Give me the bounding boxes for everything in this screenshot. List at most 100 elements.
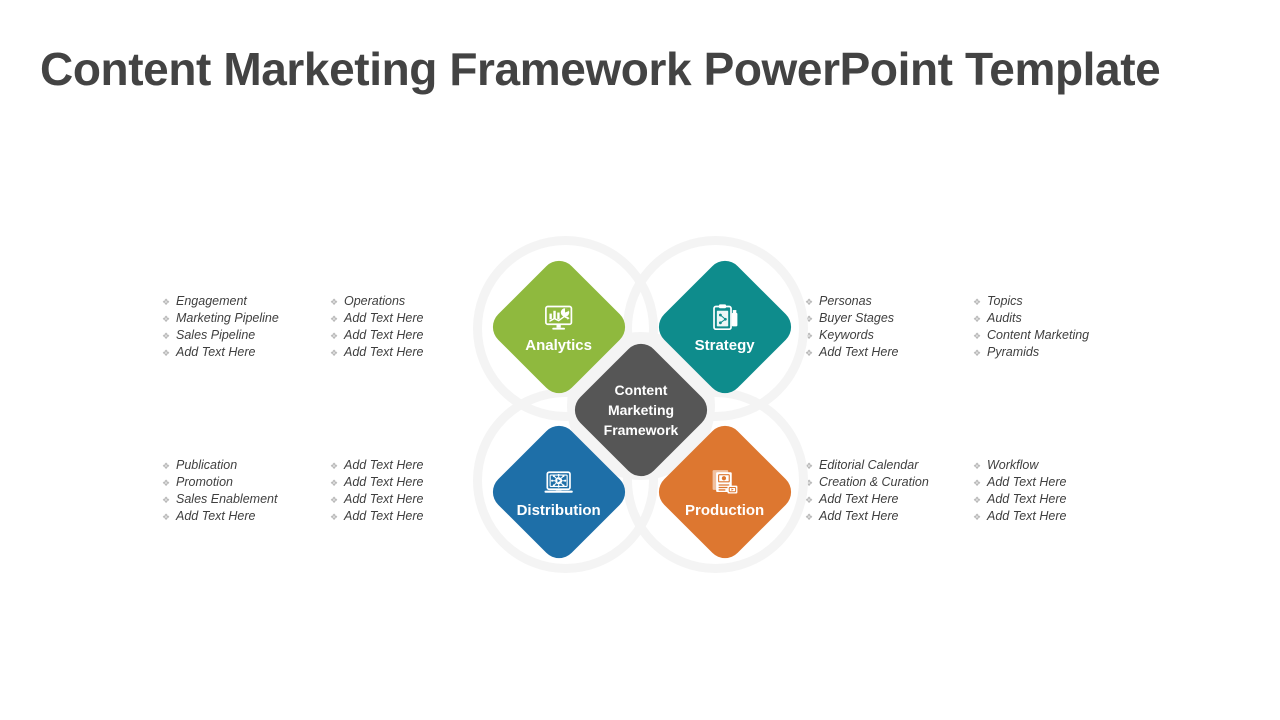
list-bottom-right-2: ❖Workflow❖Add Text Here❖Add Text Here❖Ad… xyxy=(973,457,1143,525)
list-item-label: Marketing Pipeline xyxy=(176,311,279,325)
list-item-label: Buyer Stages xyxy=(819,311,895,325)
list-item: ❖Add Text Here xyxy=(162,508,332,525)
center-line-3: Framework xyxy=(603,422,679,438)
bullet-diamond-icon: ❖ xyxy=(805,495,814,505)
list-item-label: Add Text Here xyxy=(176,345,256,359)
list-item: ❖ Add Text Here xyxy=(330,491,500,508)
list-item: ❖ Personas xyxy=(805,293,975,310)
bullet-diamond-icon: ❖ xyxy=(162,478,171,488)
list-item: ❖Add Text Here xyxy=(330,310,500,327)
list-item: ❖Add Text Here xyxy=(330,327,500,344)
bullet-diamond-icon: ❖ xyxy=(805,348,814,358)
node-label-strategy: Strategy xyxy=(694,336,756,354)
list-bottom-left-1: ❖Publication❖Promotion❖Sales Enablement❖… xyxy=(162,457,332,525)
list-bottom-right-1: ❖Editorial Calendar❖Creation & Curation❖… xyxy=(805,457,975,525)
decorative-ring-bottom-right xyxy=(623,388,808,573)
list-item-label: Add Text Here xyxy=(344,492,424,506)
bullet-diamond-icon: ❖ xyxy=(330,478,339,488)
list-item-label: Operations xyxy=(344,294,406,308)
list-item-label: Add Text Here xyxy=(344,311,424,325)
list-item-label: Add Text Here xyxy=(987,475,1067,489)
bullet-diamond-icon: ❖ xyxy=(162,512,171,522)
center-line-1: Content xyxy=(614,382,668,398)
node-distribution[interactable]: Distribution xyxy=(485,418,633,566)
list-top-left-2: ❖Operations❖Add Text Here❖Add Text Here❖… xyxy=(330,293,500,361)
list-item-label: Sales Pipeline xyxy=(176,328,256,342)
list-item-label: Creation & Curation xyxy=(819,475,929,489)
bullet-diamond-icon: ❖ xyxy=(973,512,982,522)
list-item: ❖ Topics xyxy=(973,293,1143,310)
bullet-diamond-icon: ❖ xyxy=(330,495,339,505)
list-item: ❖ Audits xyxy=(973,310,1143,327)
bullet-diamond-icon: ❖ xyxy=(973,314,982,324)
documents-icon xyxy=(712,469,738,494)
list-item-label: Publication xyxy=(176,458,238,472)
list-item: ❖ Add Text Here xyxy=(162,344,332,361)
list-top-left-1: ❖Engagement❖Marketing Pipeline❖Sales Pip… xyxy=(162,293,332,361)
clipboard-icon xyxy=(713,304,738,330)
list-item-label: Add Text Here xyxy=(819,509,899,523)
list-item-label: Workflow xyxy=(987,458,1039,472)
list-item: ❖ Pyramids xyxy=(973,344,1143,361)
page-title: Content Marketing Framework PowerPoint T… xyxy=(40,43,1161,95)
list-item: ❖ Add Text Here xyxy=(805,344,975,361)
bullet-diamond-icon: ❖ xyxy=(973,331,982,341)
node-strategy[interactable]: Strategy xyxy=(651,253,799,401)
list-item-label: Topics xyxy=(987,294,1023,308)
list-item-label: Personas xyxy=(819,294,872,308)
list-item: ❖ Keywords xyxy=(805,327,975,344)
list-item: ❖Buyer Stages xyxy=(805,310,975,327)
list-top-right-2: ❖Topics❖Audits❖Content Marketing❖Pyramid… xyxy=(973,293,1143,361)
bullet-diamond-icon: ❖ xyxy=(162,461,171,471)
list-item: ❖Sales Pipeline xyxy=(162,327,332,344)
list-item-label: Keywords xyxy=(819,328,874,342)
bullet-diamond-icon: ❖ xyxy=(805,478,814,488)
bullet-diamond-icon: ❖ xyxy=(973,348,982,358)
list-item-label: Audits xyxy=(987,311,1022,325)
list-item: ❖ Add Text Here xyxy=(805,491,975,508)
bullet-diamond-icon: ❖ xyxy=(330,461,339,471)
list-item: ❖Add Text Here xyxy=(973,474,1143,491)
bullet-diamond-icon: ❖ xyxy=(162,495,171,505)
laptop-network-icon xyxy=(544,471,574,493)
monitor-chart-icon xyxy=(545,305,573,330)
bullet-diamond-icon: ❖ xyxy=(330,297,339,307)
list-bottom-left-2: ❖Add Text Here❖Add Text Here❖Add Text He… xyxy=(330,457,500,525)
list-item-label: Add Text Here xyxy=(819,492,899,506)
list-item: ❖ Add Text Here xyxy=(805,508,975,525)
list-item-label: Add Text Here xyxy=(819,345,899,359)
node-analytics[interactable]: Analytics xyxy=(485,253,633,401)
list-top-right-1: ❖ Personas ❖Buyer Stages ❖ Keywords ❖ Add Text… xyxy=(805,293,975,361)
bullet-diamond-icon: ❖ xyxy=(805,461,814,471)
bullet-diamond-icon: ❖ xyxy=(330,348,339,358)
bullet-diamond-icon: ❖ xyxy=(973,297,982,307)
list-item: ❖Add Text Here xyxy=(973,491,1143,508)
list-item-label: Sales Enablement xyxy=(176,492,278,506)
center-line-2: Marketing xyxy=(607,402,675,418)
list-item: ❖ Publication xyxy=(162,457,332,474)
list-item-label: Add Text Here xyxy=(344,328,424,342)
bullet-diamond-icon: ❖ xyxy=(330,512,339,522)
node-label-production: Production xyxy=(685,501,765,519)
node-production[interactable]: Production xyxy=(651,418,799,566)
list-item: ❖Promotion xyxy=(162,474,332,491)
bullet-diamond-icon: ❖ xyxy=(162,348,171,358)
list-item-label: Add Text Here xyxy=(344,345,424,359)
bullet-diamond-icon: ❖ xyxy=(162,314,171,324)
list-item: ❖ Creation & Curation xyxy=(805,474,975,491)
list-item-label: Add Text Here xyxy=(344,458,424,472)
bullet-diamond-icon: ❖ xyxy=(162,297,171,307)
node-label-distribution: Distribution xyxy=(516,501,602,519)
bullet-diamond-icon: ❖ xyxy=(805,331,814,341)
list-item: ❖Engagement xyxy=(162,293,332,310)
bullet-diamond-icon: ❖ xyxy=(805,297,814,307)
node-label-analytics: Analytics xyxy=(525,336,593,354)
list-item: ❖Workflow xyxy=(973,457,1143,474)
list-item: ❖Content Marketing xyxy=(973,327,1143,344)
list-item: ❖ Marketing Pipeline xyxy=(162,310,332,327)
bullet-diamond-icon: ❖ xyxy=(805,512,814,522)
list-item-label: Pyramids xyxy=(987,345,1040,359)
list-item: ❖ Sales Enablement xyxy=(162,491,332,508)
content-marketing-framework-diagram: Analytics Strategy xyxy=(455,228,825,583)
list-item: ❖Add Text Here xyxy=(330,474,500,491)
